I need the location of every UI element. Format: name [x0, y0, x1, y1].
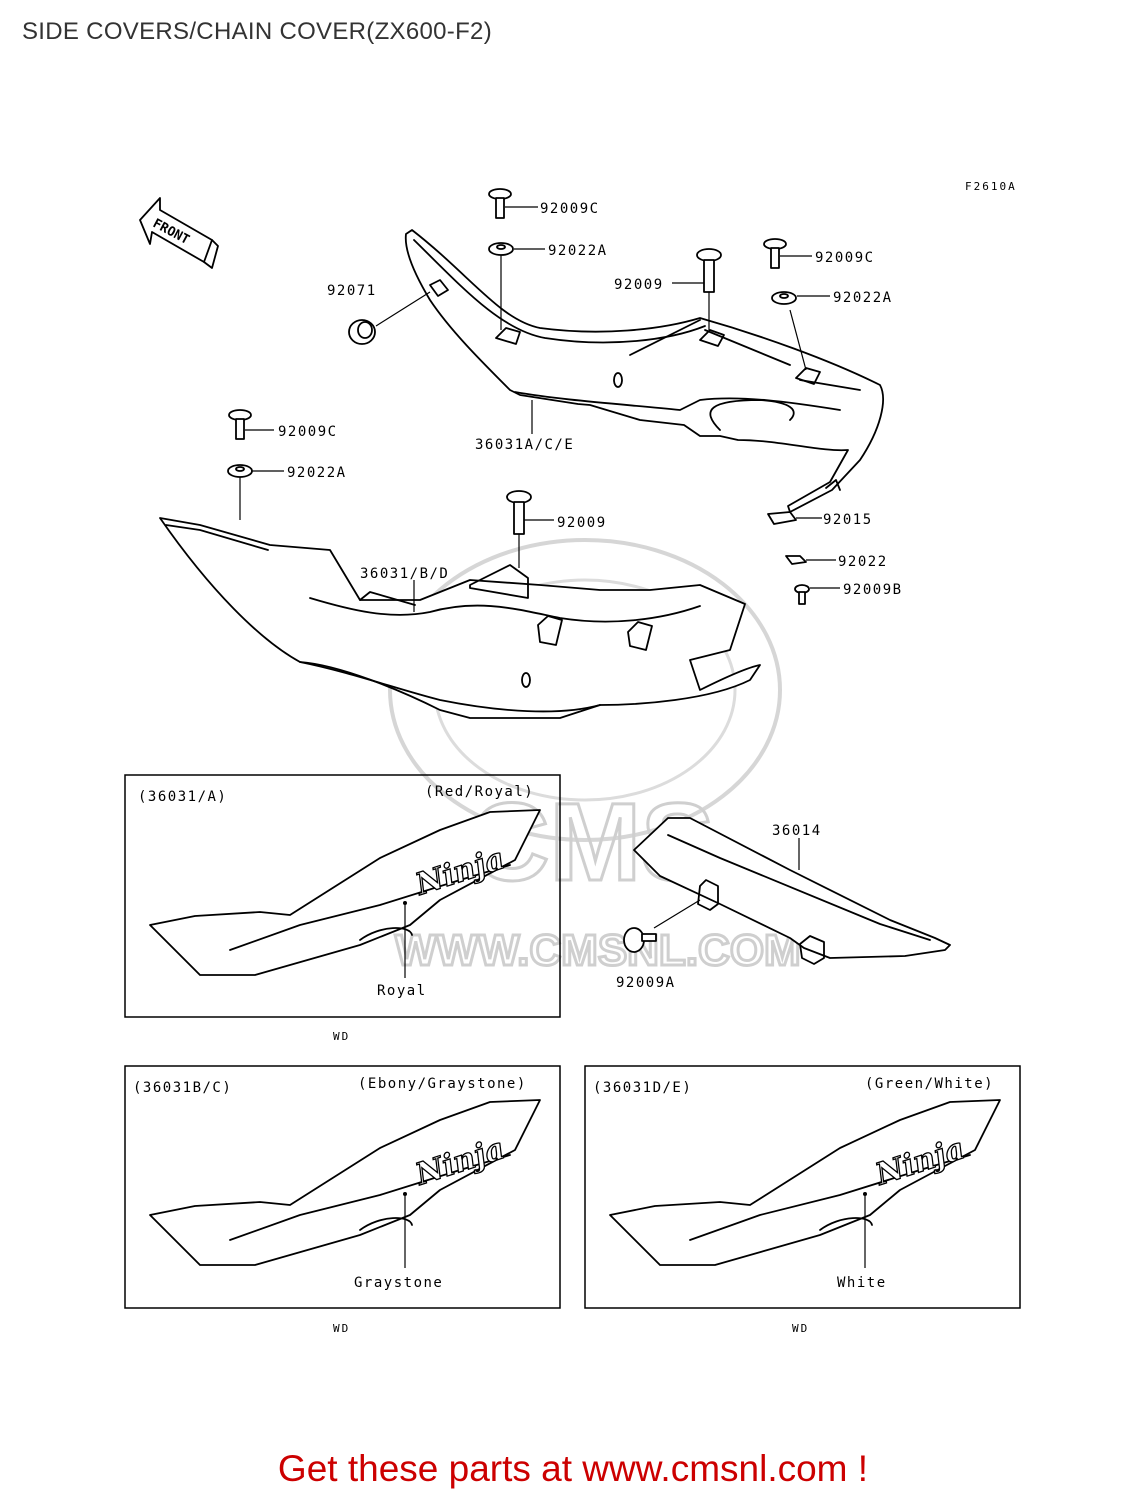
clip-icon	[767, 511, 797, 525]
variant-color: (Red/Royal)	[425, 784, 534, 800]
page-title: SIDE COVERS/CHAIN COVER(ZX600-F2)	[22, 18, 492, 45]
part-label: 92009C	[815, 250, 875, 266]
part-label: 92071	[327, 283, 377, 299]
screw-icon	[228, 409, 252, 440]
screw-icon	[763, 238, 787, 269]
part-label: 36031A/C/E	[475, 437, 574, 453]
part-label: 92009B	[843, 582, 903, 598]
washer-icon	[771, 291, 797, 305]
variant-box-36031BC: (36031B/C) (Ebony/Graystone) Ninja Grays…	[124, 1065, 561, 1309]
variant-box-36031DE: (36031D/E) (Green/White) Ninja White	[584, 1065, 1021, 1309]
region-label: WD	[792, 1322, 809, 1335]
side-cover-illustration: Ninja	[149, 1099, 541, 1266]
variant-code: (36031D/E)	[593, 1080, 692, 1096]
get-parts-link[interactable]: Get these parts at www.cmsnl.com !	[277, 1448, 869, 1489]
part-label: 92009	[557, 515, 607, 531]
variant-callout: White	[837, 1275, 887, 1291]
part-label: 92009C	[540, 201, 600, 217]
washer-icon	[227, 464, 253, 478]
part-label: 92022A	[548, 243, 608, 259]
upper-side-cover-36031ACE	[404, 229, 884, 513]
part-label: 92009A	[616, 975, 676, 991]
region-label: WD	[333, 1030, 350, 1043]
part-label: 92022A	[833, 290, 893, 306]
variant-code: (36031/A)	[138, 789, 227, 805]
chain-cover-36014	[633, 817, 951, 965]
side-cover-illustration: Ninja	[609, 1099, 1001, 1266]
variant-callout: Graystone	[354, 1275, 443, 1291]
part-label: 92009C	[278, 424, 338, 440]
variant-color: (Ebony/Graystone)	[358, 1076, 527, 1092]
part-label: 92009	[614, 277, 664, 293]
part-label: 36014	[772, 823, 822, 839]
screw-icon	[506, 490, 532, 535]
screw-icon	[794, 584, 810, 605]
part-label: 92022	[838, 554, 888, 570]
lower-side-cover-36031BD	[159, 517, 761, 719]
screw-icon	[623, 927, 657, 953]
part-label: 36031/B/D	[360, 566, 449, 582]
part-label: 92022A	[287, 465, 347, 481]
grommet-icon	[348, 319, 376, 345]
region-label: WD	[333, 1322, 350, 1335]
variant-color: (Green/White)	[865, 1076, 994, 1092]
washer-icon	[785, 555, 807, 565]
variant-code: (36031B/C)	[133, 1080, 232, 1096]
washer-icon	[488, 242, 514, 256]
front-arrow-icon: FRONT	[139, 197, 219, 269]
watermark-url: WWW.CMSNL.COM	[395, 926, 801, 975]
variant-callout: Royal	[377, 983, 427, 999]
screw-icon	[488, 188, 512, 219]
diagram-code: F2610A	[965, 180, 1017, 193]
leader-lines	[239, 206, 840, 612]
part-label: 92015	[823, 512, 873, 528]
screw-icon	[696, 248, 722, 293]
